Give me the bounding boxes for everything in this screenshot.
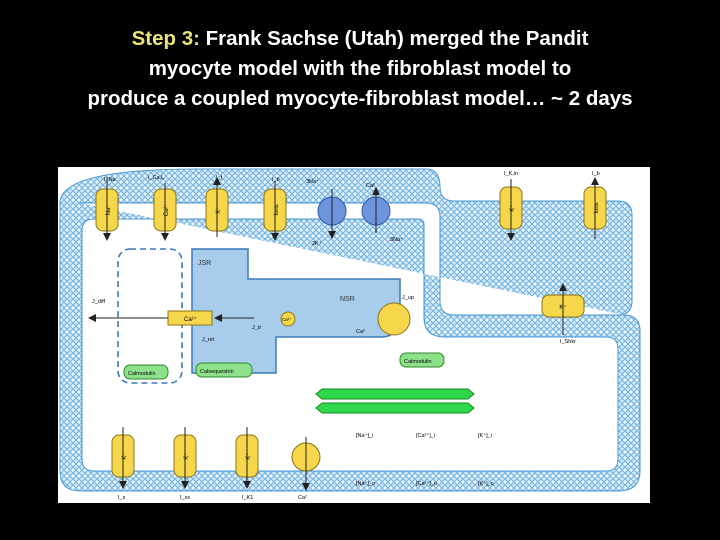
conc-k-o: [K⁺]_o bbox=[478, 480, 494, 487]
top-label-ikin: I_K,in bbox=[504, 171, 518, 177]
myofilaments bbox=[315, 388, 475, 414]
svg-text:Ions: Ions bbox=[594, 202, 600, 213]
nsr-label: NSR bbox=[340, 296, 355, 303]
svg-text:Ions: Ions bbox=[274, 204, 280, 215]
calsequestrin-buffer bbox=[195, 362, 253, 378]
top-label-ical: I_Ca,L bbox=[148, 175, 164, 181]
slide-title: Step 3: Frank Sachse (Utah) merged the P… bbox=[0, 24, 720, 114]
serca-ca-label: Ca² bbox=[356, 329, 365, 335]
title-line-1: Step 3: Frank Sachse (Utah) merged the P… bbox=[0, 24, 720, 54]
title-line-3: produce a coupled myocyte-fibroblast mod… bbox=[87, 87, 633, 110]
calmodulin-buffer bbox=[123, 364, 169, 380]
flux-jrel: J_rel bbox=[202, 337, 214, 343]
flux-jtr: J_tr bbox=[252, 325, 261, 331]
title-line-1-text: Frank Sachse (Utah) merged the Pandit bbox=[205, 27, 589, 50]
subspace-ca-label: Ca²⁺ bbox=[184, 316, 197, 323]
svg-text:K⁺: K⁺ bbox=[121, 452, 128, 459]
top-current-arrows bbox=[103, 177, 380, 241]
svg-text:Calsequestrin: Calsequestrin bbox=[200, 369, 234, 375]
nsr-ca-label: Ca²⁺ bbox=[282, 317, 292, 322]
cell-membrane bbox=[59, 168, 641, 492]
conc-ca-o: [Ca²⁺]_o bbox=[416, 480, 437, 487]
serca-pump bbox=[377, 302, 411, 336]
sarcoplasmic-reticulum bbox=[191, 248, 401, 374]
right-current-arrows bbox=[507, 177, 599, 335]
conc-na-o: [Na⁺]_o bbox=[356, 480, 375, 487]
top-label-3na: 3Na⁺ bbox=[306, 178, 319, 185]
pump-label-3na: 3Na⁺ bbox=[390, 236, 403, 243]
svg-text:K⁺: K⁺ bbox=[245, 452, 252, 459]
svg-text:Ca²⁺: Ca²⁺ bbox=[163, 204, 170, 217]
top-label-ca: Ca² bbox=[366, 183, 375, 189]
myocyte-fibroblast-diagram: JSR NSR Na⁺ Ca²⁺ K⁺ Ions I_Na I_Ca,L I_f… bbox=[58, 167, 650, 503]
right-label-ishkr: I_Shkr bbox=[560, 339, 576, 345]
svg-text:Calmodulin: Calmodulin bbox=[128, 371, 156, 377]
pump-label-2k: 2K⁺ bbox=[312, 240, 322, 247]
top-label-ina: I_Na bbox=[104, 177, 117, 183]
svg-text:K⁺: K⁺ bbox=[215, 206, 222, 213]
svg-text:K⁺: K⁺ bbox=[509, 204, 516, 211]
bottom-current-arrows bbox=[119, 427, 310, 491]
top-label-ib-2: I_b bbox=[592, 171, 600, 177]
bottom-label-ca: Ca² bbox=[298, 495, 307, 501]
conc-ca-i: [Ca²⁺]_i bbox=[416, 432, 435, 439]
bottom-label-is: I_s bbox=[118, 495, 126, 501]
conc-na-i: [Na⁺]_i bbox=[356, 432, 373, 439]
conc-k-i: [K⁺]_i bbox=[478, 432, 492, 439]
svg-text:Na⁺: Na⁺ bbox=[105, 205, 112, 216]
nsr-ca-ion bbox=[280, 311, 296, 327]
bottom-label-iss: I_ss bbox=[180, 495, 190, 501]
svg-text:Calmodulin: Calmodulin bbox=[404, 359, 432, 365]
top-label-ib: I_b bbox=[272, 177, 280, 183]
svg-text:K⁺: K⁺ bbox=[183, 452, 190, 459]
title-line-2: myocyte model with the fibroblast model … bbox=[148, 57, 572, 80]
flux-jup: J_up bbox=[402, 295, 414, 301]
jsr-label: JSR bbox=[198, 260, 211, 267]
bottom-label-ik1: I_K1 bbox=[242, 495, 253, 501]
calmodulin-buffer-2 bbox=[399, 352, 445, 368]
step-label: Step 3: bbox=[131, 27, 200, 50]
flux-jdiff: J_diff bbox=[92, 299, 106, 305]
